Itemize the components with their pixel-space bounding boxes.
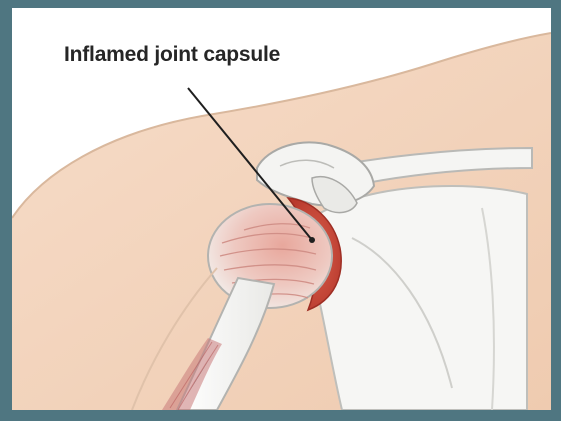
callout-leader-dot <box>309 237 315 243</box>
shoulder-anatomy-drawing <box>12 8 551 410</box>
scapula <box>312 186 527 410</box>
shoulder-illustration: Inflamed joint capsule <box>12 8 551 410</box>
callout-label: Inflamed joint capsule <box>64 43 280 67</box>
